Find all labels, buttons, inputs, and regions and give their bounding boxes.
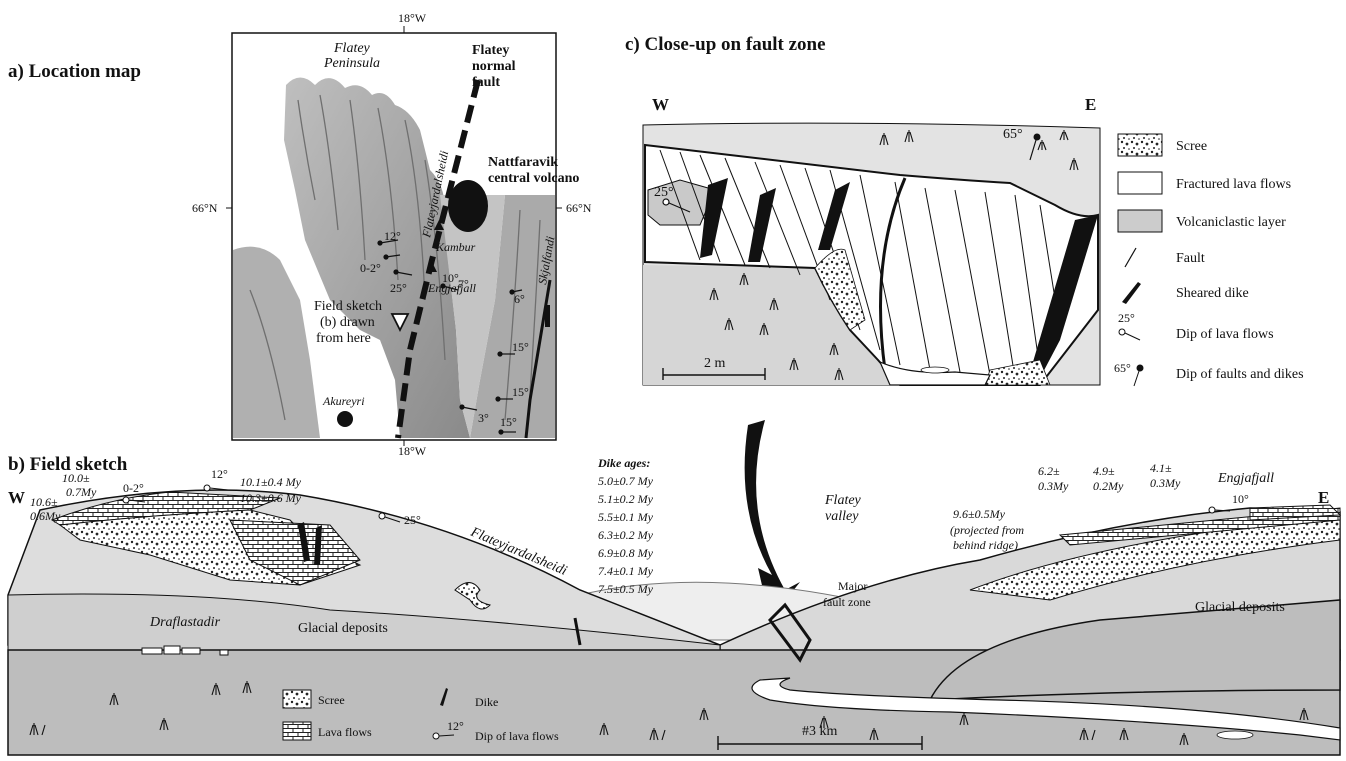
lon-label-bottom: 18°W bbox=[398, 444, 427, 458]
dip-10: 10° bbox=[1232, 492, 1249, 506]
kambur-label: Kambur bbox=[435, 240, 476, 254]
lon-label-top: 18°W bbox=[398, 11, 427, 25]
major-fault-1: Major bbox=[838, 579, 867, 593]
closeup-scale-label: 2 m bbox=[704, 356, 726, 371]
age-e1-b: 0.3My bbox=[1038, 479, 1069, 493]
lat-label-left: 66°N bbox=[192, 201, 218, 215]
akureyri-label: Akureyri bbox=[322, 394, 365, 408]
dike-ages-title: Dike ages: bbox=[597, 456, 650, 470]
legend-b-dip: Dip of lava flows bbox=[475, 729, 559, 743]
sketch-note-3: from here bbox=[316, 331, 371, 346]
flatey-peninsula-label-2: Peninsula bbox=[323, 56, 380, 71]
volcano-label-2: central volcano bbox=[488, 171, 579, 186]
age-e1-a: 6.2± bbox=[1038, 464, 1060, 478]
map-dip-6: 6° bbox=[514, 292, 525, 306]
sketch-west-label: W bbox=[8, 488, 25, 507]
fault-label-2: normal bbox=[472, 59, 516, 74]
draflastadir-label: Draflastadir bbox=[149, 615, 221, 630]
closeup-panel: c) Close-up on fault zone bbox=[625, 34, 1304, 386]
dike-age-6: 7.4±0.1 My bbox=[598, 564, 654, 578]
legend-volcaniclastic: Volcaniclastic layer bbox=[1176, 215, 1286, 230]
volcano-marker bbox=[448, 180, 488, 232]
engjafjall-map-label: Engjafjall bbox=[427, 281, 477, 295]
flatey-valley-1: Flatey bbox=[824, 493, 862, 508]
dike-age-4: 6.3±0.2 My bbox=[598, 528, 654, 542]
sketch-note-1: Field sketch bbox=[314, 299, 382, 314]
legend-dip-fault: Dip of faults and dikes bbox=[1176, 367, 1304, 382]
sketch-scale-label: #3 km bbox=[802, 724, 838, 739]
legend-fractured-lava: Fractured lava flows bbox=[1176, 177, 1291, 192]
age-c1: 10.1±0.4 My bbox=[240, 475, 302, 489]
legend-b-scree: Scree bbox=[318, 693, 345, 707]
panel-c-title: c) Close-up on fault zone bbox=[625, 34, 826, 55]
dike-age-3: 5.5±0.1 My bbox=[598, 510, 654, 524]
major-fault-2: fault zone bbox=[823, 595, 871, 609]
dip-25: 25° bbox=[404, 513, 421, 527]
panel-a-title: a) Location map bbox=[8, 61, 141, 82]
dip-12: 12° bbox=[211, 467, 228, 481]
glacial-east-label: Glacial deposits bbox=[1195, 600, 1285, 615]
flatey-peninsula-label-1: Flatey bbox=[333, 41, 371, 56]
age-e3-a: 4.1± bbox=[1150, 461, 1172, 475]
location-map: a) Location map 18°W 18°W bbox=[8, 11, 592, 458]
field-sketch: b) Field sketch bbox=[8, 454, 1340, 755]
dike-age-5: 6.9±0.8 My bbox=[598, 546, 654, 560]
legend-b-lava: Lava flows bbox=[318, 725, 372, 739]
dike-age-1: 5.0±0.7 My bbox=[598, 474, 654, 488]
age-e2-b: 0.2My bbox=[1093, 479, 1124, 493]
sketch-east-label: E bbox=[1318, 488, 1329, 507]
age-e2-a: 4.9± bbox=[1093, 464, 1115, 478]
map-dip-0-2: 0-2° bbox=[360, 261, 381, 275]
closeup-dip-lava: 25° bbox=[654, 185, 674, 200]
proj-note-1: (projected from bbox=[950, 523, 1024, 537]
age-w1-a: 10.0± bbox=[62, 471, 90, 485]
closeup-legend: Scree Fractured lava flows Volcaniclasti… bbox=[1114, 134, 1304, 386]
legend-sheared-dike: Sheared dike bbox=[1176, 286, 1249, 301]
glacial-west-label: Glacial deposits bbox=[298, 621, 388, 636]
age-w2-b: 0.6My bbox=[30, 509, 61, 523]
legend-b-dip-value: 12° bbox=[447, 719, 464, 733]
dip-0-2: 0-2° bbox=[123, 481, 144, 495]
legend-dip-fault-value: 65° bbox=[1114, 361, 1131, 375]
age-c2: 10.3±0.6 My bbox=[240, 491, 302, 505]
flatey-valley-2: valley bbox=[825, 509, 859, 524]
legend-scree: Scree bbox=[1176, 139, 1207, 154]
closeup-east-label: E bbox=[1085, 95, 1096, 114]
map-dip-15a: 15° bbox=[512, 340, 529, 354]
closeup-west-label: W bbox=[652, 95, 669, 114]
proj-age: 9.6±0.5My bbox=[953, 507, 1006, 521]
engjafjall-sketch-label: Engjafjall bbox=[1217, 471, 1274, 486]
map-dip-25: 25° bbox=[390, 281, 407, 295]
age-e3-b: 0.3My bbox=[1150, 476, 1181, 490]
map-dip-12: 12° bbox=[384, 229, 401, 243]
akureyri-marker bbox=[337, 411, 353, 427]
dike-age-2: 5.1±0.2 My bbox=[598, 492, 654, 506]
fault-label-3: fault bbox=[472, 75, 500, 90]
sketch-note-2: (b) drawn bbox=[320, 315, 375, 330]
map-dip-15b: 15° bbox=[512, 385, 529, 399]
legend-fault: Fault bbox=[1176, 251, 1205, 266]
lat-label-right: 66°N bbox=[566, 201, 592, 215]
map-dip-15c: 15° bbox=[500, 415, 517, 429]
legend-dip-lava-value: 25° bbox=[1118, 311, 1135, 325]
age-w2-a: 10.6± bbox=[30, 495, 58, 509]
closeup-dip-fault: 65° bbox=[1003, 127, 1023, 142]
dike-age-7: 7.5±0.5 My bbox=[598, 582, 654, 596]
age-w1-b: 0.7My bbox=[66, 485, 97, 499]
legend-b-dike: Dike bbox=[475, 695, 498, 709]
legend-dip-lava: Dip of lava flows bbox=[1176, 327, 1274, 342]
volcano-label-1: Nattfaravik bbox=[488, 155, 558, 170]
map-dip-3: 3° bbox=[478, 411, 489, 425]
proj-note-2: behind ridge) bbox=[953, 538, 1018, 552]
fault-label-1: Flatey bbox=[472, 43, 509, 58]
